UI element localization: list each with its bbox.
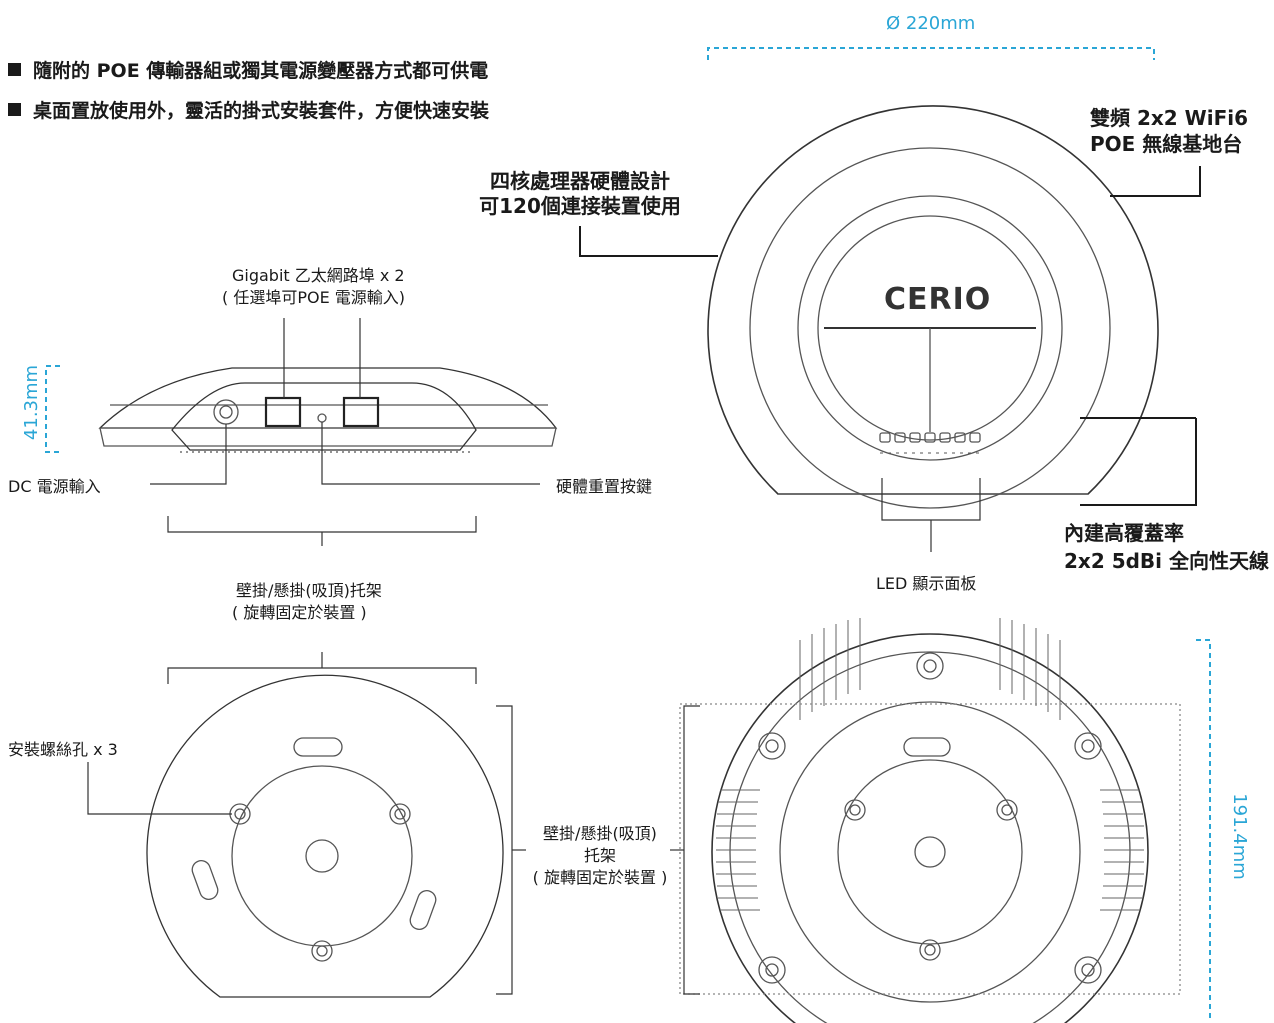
dc-input-callout: DC 電源輸入	[8, 477, 101, 496]
reset-callout: 硬體重置按鍵	[556, 477, 653, 496]
screw-holes-callout: 安裝螺絲孔 x 3	[8, 740, 118, 759]
bracket-callout-2: ( 旋轉固定於裝置 )	[232, 603, 367, 622]
bracket-mid-callout-3: ( 旋轉固定於裝置 )	[532, 868, 668, 887]
product-title-1: 雙頻 2x2 WiFi6	[1090, 106, 1249, 130]
cpu-callout-2: 可120個連接裝置使用	[479, 194, 681, 218]
bracket-mid-callout-2: 托架	[583, 846, 616, 865]
product-title-2: POE 無線基地台	[1090, 132, 1243, 156]
feature-bullet-mount: 桌面置放使用外，靈活的掛式安裝套件，方便快速安裝	[8, 96, 489, 123]
feature-bullet-poe: 隨附的 POE 傳輸器組或獨其電源變壓器方式都可供電	[8, 56, 488, 83]
led-panel-callout: LED 顯示面板	[876, 574, 977, 593]
bracket-mid-callout-1: 壁掛/懸掛(吸頂)	[543, 824, 657, 843]
ports-callout-2: ( 任選埠可POE 電源輸入)	[222, 288, 406, 307]
bracket-view	[146, 674, 504, 998]
front-view	[707, 105, 1159, 509]
side-view	[98, 367, 558, 453]
led-indicators	[879, 432, 981, 454]
bullet-text: 隨附的 POE 傳輸器組或獨其電源變壓器方式都可供電	[33, 60, 489, 82]
antenna-callout-1: 內建高覆蓋率	[1064, 521, 1184, 545]
bullet-square-icon	[8, 63, 21, 76]
ports-callout-1: Gigabit 乙太網路埠 x 2	[232, 266, 405, 285]
bullet-text: 桌面置放使用外，靈活的掛式安裝套件，方便快速安裝	[33, 100, 490, 122]
bracket-callout-1: 壁掛/懸掛(吸頂)托架	[236, 581, 382, 600]
cpu-callout-1: 四核處理器硬體設計	[490, 169, 670, 193]
diameter-label: Ø 220mm	[886, 13, 976, 34]
device-bottom-view	[679, 618, 1181, 1023]
bullet-square-icon	[8, 103, 21, 116]
cerio-logo: CERIO	[884, 282, 992, 317]
antenna-callout-2: 2x2 5dBi 全向性天線	[1064, 549, 1269, 573]
